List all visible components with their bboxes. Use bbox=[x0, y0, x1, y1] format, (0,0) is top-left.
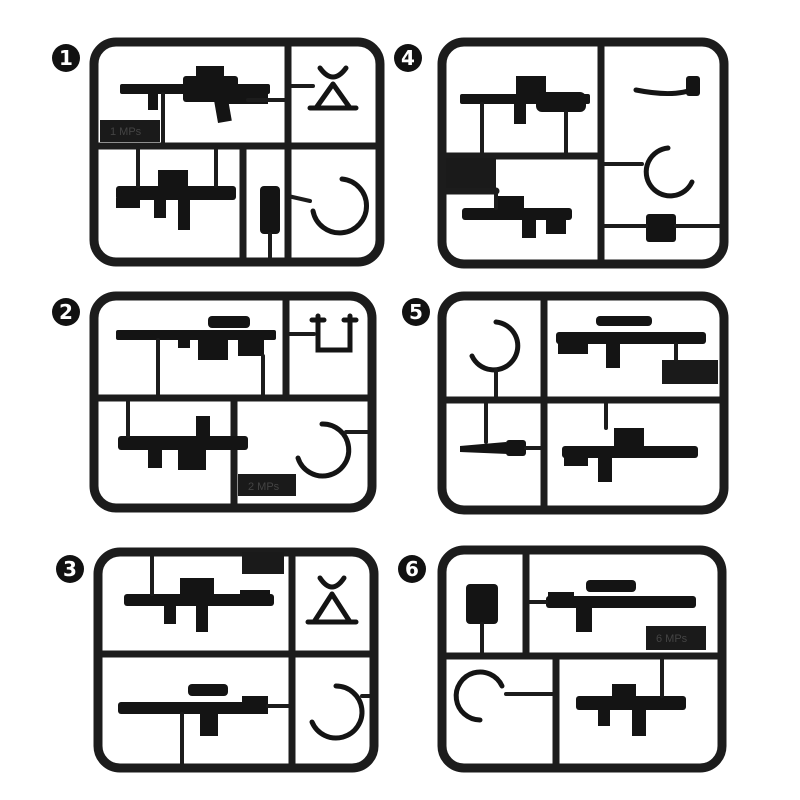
sprue-panel-3 bbox=[93, 547, 379, 773]
combat-knife-part bbox=[460, 440, 526, 456]
panel-number-badge-5: 5 bbox=[402, 298, 430, 326]
holster-part bbox=[646, 214, 676, 242]
ring-clip-part bbox=[310, 176, 369, 236]
sprue-tag-label-1: 1 MPs bbox=[110, 126, 142, 138]
ring-clip-part bbox=[469, 319, 521, 373]
panel-number-badge-1: 1 bbox=[52, 44, 80, 72]
scope-mount-part bbox=[309, 313, 359, 353]
ring-clip-part bbox=[309, 683, 365, 741]
panel-number-badge-4: 4 bbox=[394, 44, 422, 72]
m4-carbine-part bbox=[562, 428, 698, 482]
assault-rifle-part bbox=[118, 416, 248, 470]
pouch-part bbox=[466, 584, 498, 624]
ring-clip-part bbox=[643, 145, 695, 199]
sniper-rifle-part bbox=[546, 580, 696, 632]
grenade-launcher-rifle-part bbox=[462, 196, 572, 238]
sprue-tag-label-2: 2 MPs bbox=[248, 481, 280, 493]
magazine-part bbox=[260, 186, 280, 234]
smg-part bbox=[116, 170, 236, 230]
bullpup-rifle-part bbox=[460, 76, 590, 124]
sniper-rifle-part bbox=[118, 684, 268, 736]
ring-clip-part bbox=[453, 669, 505, 723]
carbine-part bbox=[124, 578, 274, 632]
machine-gun-part bbox=[120, 66, 270, 124]
panel-number-badge-3: 3 bbox=[56, 555, 84, 583]
sprue-panel-6: 6 MPs bbox=[437, 545, 727, 773]
smg-part bbox=[576, 684, 686, 736]
sprue-panel-5 bbox=[437, 291, 729, 515]
sprue-panel-2: 2 MPs bbox=[89, 291, 377, 513]
panel-number-badge-6: 6 bbox=[398, 555, 426, 583]
panel-number-badge-2: 2 bbox=[52, 298, 80, 326]
sprue-tag-label-6: 6 MPs bbox=[656, 633, 688, 645]
sprue-panel-4 bbox=[437, 37, 729, 269]
ring-clip-part bbox=[295, 421, 352, 479]
sprue-panel-1: 1 MPs bbox=[89, 37, 385, 267]
flashlight-part bbox=[686, 76, 700, 96]
bipod-part bbox=[307, 65, 359, 111]
marksman-rifle-part bbox=[556, 316, 706, 368]
sniper-rifle-part bbox=[116, 316, 276, 360]
bipod-part bbox=[305, 575, 359, 625]
